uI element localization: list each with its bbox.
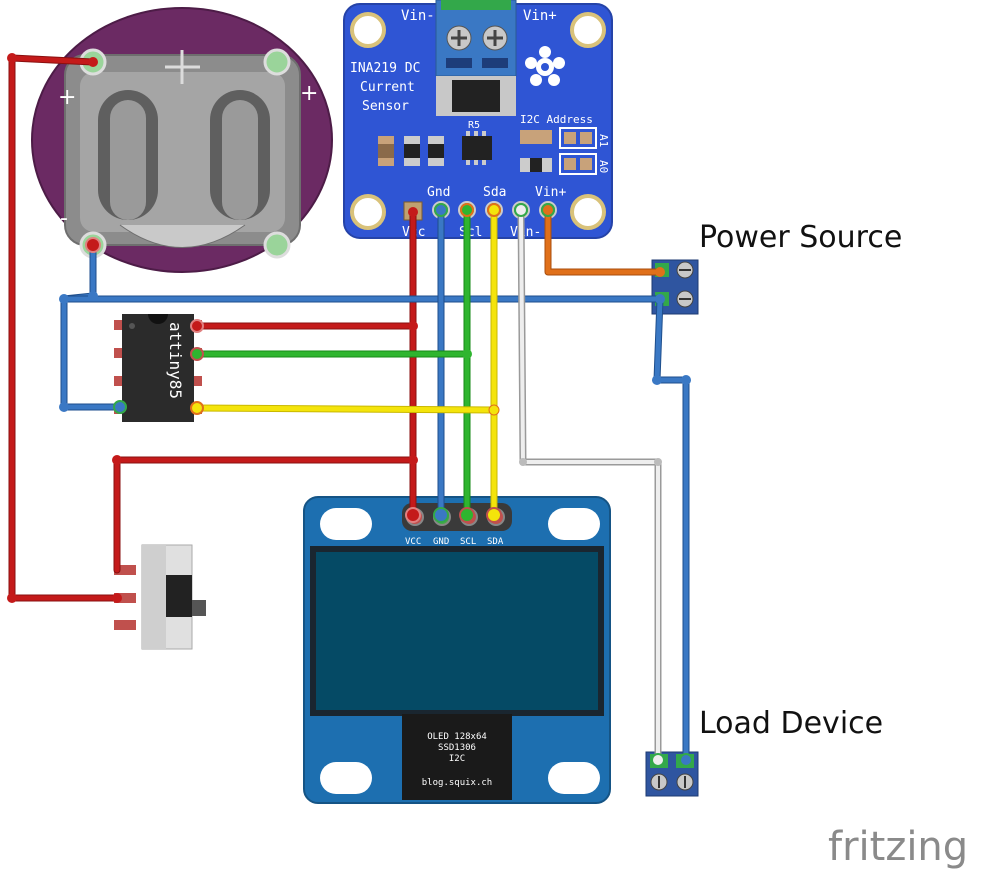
battery-minus-right: - (302, 211, 310, 236)
oled-display-module: VCC GND SCL SDA OLED 128x64 SSD1306 I2C … (303, 496, 611, 804)
ina-top-right-label: Vin+ (523, 8, 557, 24)
oled-chip-text-1: OLED 128x64 (427, 732, 487, 742)
ina-pin-vinplus-label: Vin+ (535, 185, 566, 200)
slide-switch (114, 544, 206, 650)
wire-junctions (7, 53, 693, 767)
oled-url: blog.squix.ch (422, 778, 492, 788)
attiny-label: attiny85 (166, 322, 185, 399)
oled-pin-scl-label: SCL (460, 537, 476, 547)
fritzing-logo: fritzing (828, 824, 968, 870)
ina-title-line3: Sensor (362, 99, 409, 114)
ina-a0-label: A0 (597, 160, 610, 173)
battery-minus-left: - (60, 206, 68, 231)
ina219-sensor-board: Vin- Vin+ INA219 DC Current Sensor R5 (343, 0, 613, 240)
oled-chip-text-2: SSD1306 (438, 743, 476, 753)
ina-a1-label: A1 (597, 134, 610, 147)
battery-plus-right: + (300, 81, 318, 106)
ina-resistor-label: R5 (468, 120, 480, 131)
ina-title-line2: Current (360, 80, 415, 95)
ina-pin-sda-label: Sda (483, 185, 506, 200)
ina-i2c-address-label: I2C Address (520, 113, 593, 126)
ina-title-line1: INA219 DC (350, 61, 420, 76)
ina-pin-gnd-label: Gnd (427, 185, 450, 200)
battery-plus-left: + (58, 85, 76, 110)
ina-pin-scl-label: Scl (459, 225, 482, 240)
attiny85-chip: attiny85 (114, 314, 202, 422)
coin-cell-battery-holder: + + - - (31, 7, 333, 273)
adafruit-logo-icon (525, 46, 565, 86)
ina-top-left-label: Vin- (401, 8, 435, 24)
oled-pin-vcc-label: VCC (405, 537, 421, 547)
ina-pin-vinminus-label: Vin- (510, 225, 541, 240)
oled-pin-gnd-label: GND (433, 537, 449, 547)
oled-pin-sda-label: SDA (487, 537, 504, 547)
power-source-label: Power Source (699, 220, 902, 255)
oled-chip-text-3: I2C (449, 754, 465, 764)
load-device-label: Load Device (699, 706, 883, 741)
